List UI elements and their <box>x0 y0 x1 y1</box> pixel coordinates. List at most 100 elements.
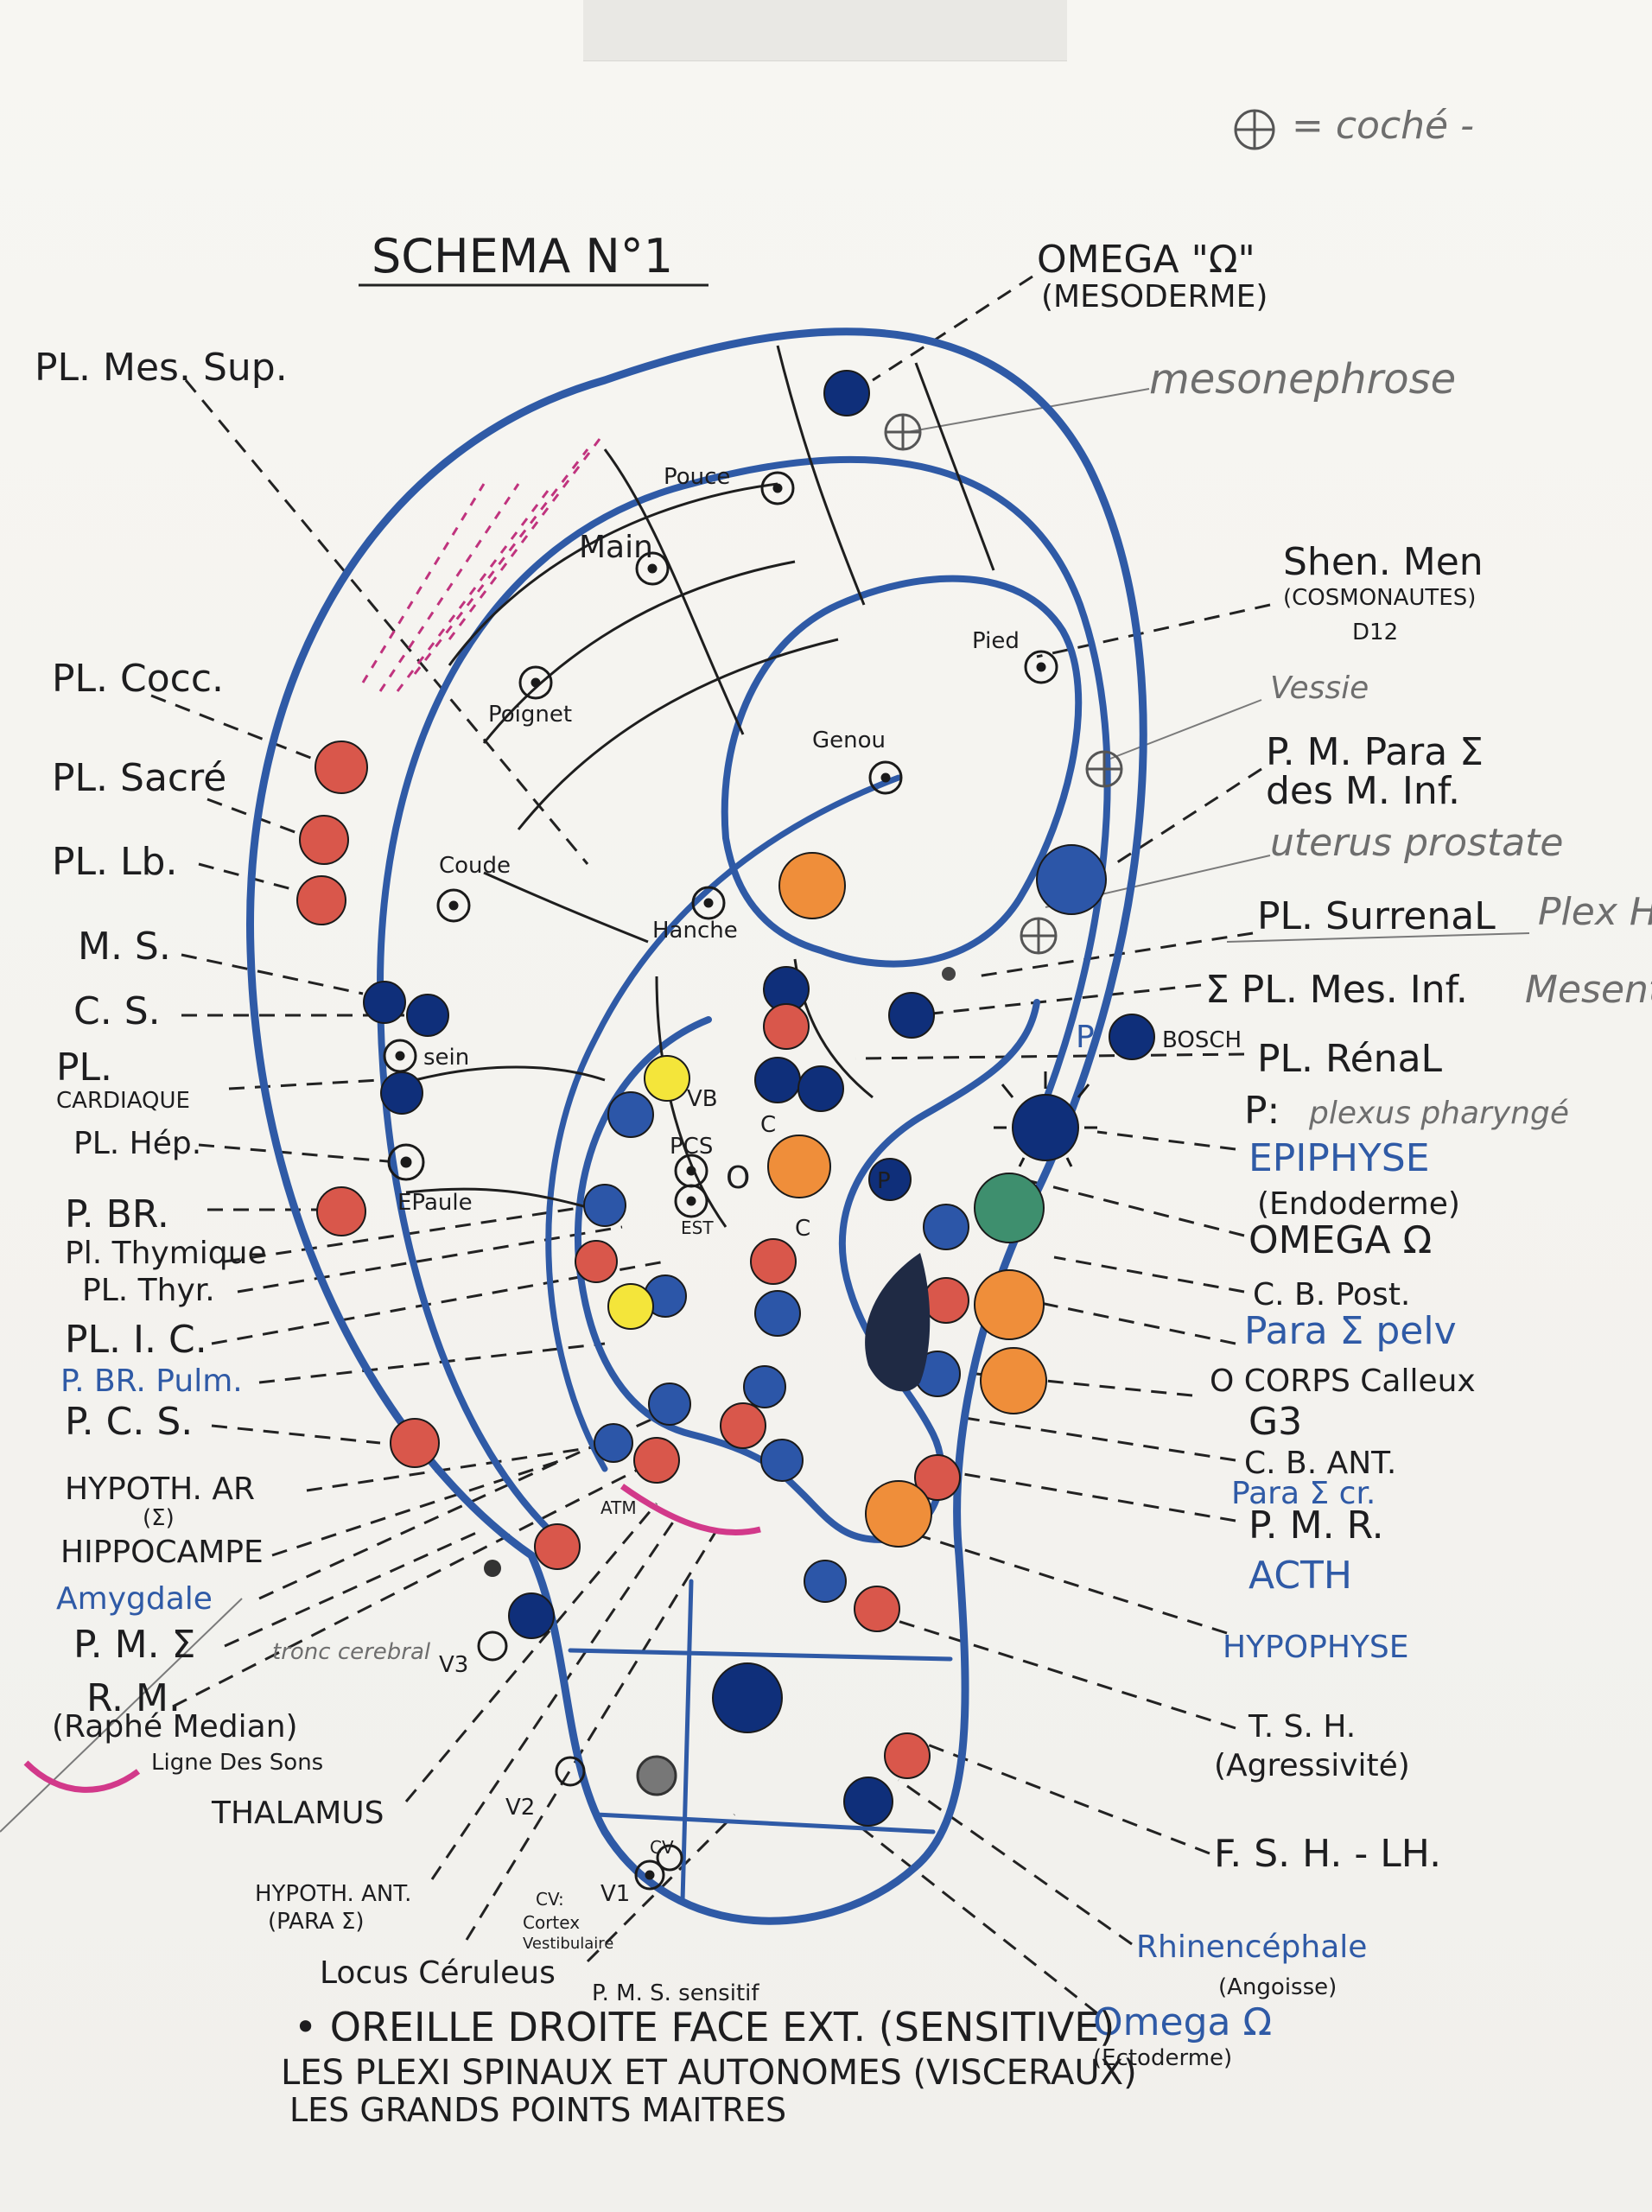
right-label-0: OMEGA "Ω" <box>1037 238 1255 282</box>
right-label-34: Rhinencéphale <box>1136 1929 1367 1965</box>
right-label-8: des M. Inf. <box>1266 769 1460 813</box>
right-label-36: Omega Ω <box>1093 2000 1272 2044</box>
grey-dot <box>484 1560 501 1577</box>
left-label-32: V3 <box>439 1652 468 1678</box>
left-label-14: P. C. S. <box>65 1400 193 1444</box>
diagram-title: SCHEMA N°1 <box>372 229 673 283</box>
footer-line-3: LES GRANDS POINTS MAITRES <box>289 2091 786 2129</box>
right-label-26: C. B. ANT. <box>1244 1446 1396 1481</box>
grey-point <box>636 1755 677 1796</box>
left-label-13: P. BR. Pulm. <box>60 1363 243 1399</box>
label-hanche: Hanche <box>652 918 738 944</box>
pink-arc-legend <box>23 1760 141 1793</box>
right-label-24: O CORPS Calleux <box>1210 1363 1476 1399</box>
right-label-2: mesonephrose <box>1149 355 1456 404</box>
right-label-22: C. B. Post. <box>1253 1277 1410 1313</box>
label-sein: sein <box>423 1045 469 1071</box>
label-cv: CV <box>650 1837 674 1858</box>
right-label-31: T. S. H. <box>1248 1709 1356 1745</box>
right-label-7: P. M. Para Σ <box>1266 730 1484 774</box>
circled-markers <box>383 471 1058 1891</box>
epiphyse-sun <box>994 1071 1097 1167</box>
label-main: Main <box>579 530 653 565</box>
left-label-4: M. S. <box>78 925 171 969</box>
left-label-0: PL. Mes. Sup. <box>35 346 288 390</box>
right-label-32: (Agressivité) <box>1214 1748 1410 1783</box>
left-label-11: PL. Thyr. <box>82 1273 215 1308</box>
left-label-23: THALAMUS <box>211 1796 384 1831</box>
right-label-27: Para Σ cr. <box>1231 1476 1376 1511</box>
left-label-10: Pl. Thymique <box>65 1236 267 1271</box>
left-label-24: HYPOTH. ANT. <box>255 1881 411 1907</box>
right-label-18: plexus pharyngé <box>1308 1096 1569 1131</box>
left-label-33: V2 <box>505 1795 535 1821</box>
right-label-10: PL. SurrenaL <box>1257 894 1496 938</box>
label-pcs: PCS <box>670 1134 713 1160</box>
tape-strip <box>583 0 1067 61</box>
left-label-20: R. M. <box>86 1676 181 1720</box>
right-label-9: uterus prostate <box>1270 821 1564 865</box>
label-vb: VB <box>687 1086 718 1112</box>
right-label-28: P. M. R. <box>1249 1503 1384 1548</box>
coche-markers <box>884 109 1275 955</box>
right-label-13: Mesente <box>1525 968 1652 1012</box>
right-label-23: Para Σ pelv <box>1244 1309 1457 1353</box>
left-label-19: P. M. Σ <box>73 1623 195 1667</box>
right-label-12: Σ PL. Mes. Inf. <box>1205 968 1468 1012</box>
ear-outline <box>246 327 1147 1925</box>
left-label-17: HIPPOCAMPE <box>60 1535 264 1570</box>
pink-arc-atm <box>620 1484 761 1535</box>
zone-lines <box>405 345 995 1228</box>
right-label-33: F. S. H. - LH. <box>1214 1832 1441 1876</box>
label-c2: C <box>795 1216 810 1242</box>
label-c: C <box>760 1112 776 1138</box>
label-coude: Coude <box>439 853 511 879</box>
right-label-20: (Endoderme) <box>1257 1186 1460 1222</box>
left-label-21: (Raphé Median) <box>52 1709 298 1745</box>
left-label-6: PL. <box>56 1046 112 1090</box>
label-genou: Genou <box>812 728 886 753</box>
right-label-15: BOSCH <box>1162 1027 1242 1053</box>
right-label-4: (COSMONAUTES) <box>1283 585 1476 611</box>
right-label-19: EPIPHYSE <box>1249 1136 1430 1180</box>
right-label-30: HYPOPHYSE <box>1223 1630 1408 1665</box>
black-teardrop <box>865 1253 931 1392</box>
pink-hatch <box>361 431 607 692</box>
label-o: O <box>726 1160 750 1196</box>
right-label-11: Plex H <box>1538 890 1652 934</box>
right-label-37: (Ectoderme) <box>1093 2045 1232 2071</box>
left-label-12: PL. I. C. <box>65 1318 207 1362</box>
left-label-28: CV: <box>536 1889 564 1910</box>
left-label-9: P. BR. <box>65 1192 169 1236</box>
left-label-16: (Σ) <box>143 1505 175 1531</box>
left-label-26: Locus Céruleus <box>320 1955 556 1991</box>
points <box>296 370 1155 1827</box>
left-label-34: V1 <box>600 1881 630 1907</box>
label-poignet: Poignet <box>488 702 572 728</box>
left-label-5: C. S. <box>73 989 161 1033</box>
pencil-lines <box>0 388 1530 1833</box>
left-label-22: Ligne Des Sons <box>151 1750 323 1776</box>
left-label-3: PL. Lb. <box>52 840 177 884</box>
right-label-21: OMEGA Ω <box>1249 1218 1432 1262</box>
label-pouce: Pouce <box>664 464 730 490</box>
left-label-18: Amygdale <box>56 1581 213 1617</box>
footer-line-2: LES PLEXI SPINAUX ET AUTONOMES (VISCERAU… <box>281 2053 1137 2093</box>
left-label-1: PL. Cocc. <box>52 657 224 701</box>
right-label-14: P. <box>1076 1020 1100 1055</box>
right-label-3: Shen. Men <box>1283 540 1484 584</box>
right-label-25: G3 <box>1249 1400 1302 1444</box>
left-label-15: HYPOTH. AR <box>65 1471 255 1507</box>
right-label-35: (Angoisse) <box>1218 1974 1337 2000</box>
left-label-31: tronc cerebral <box>272 1639 431 1665</box>
label-est: EST <box>681 1217 714 1238</box>
right-label-17: P: <box>1244 1089 1280 1133</box>
right-label-5: D12 <box>1352 620 1398 645</box>
left-label-8: PL. Hép. <box>73 1126 201 1161</box>
right-label-29: ACTH <box>1249 1554 1352 1598</box>
left-label-25: (PARA Σ) <box>268 1909 365 1935</box>
label-pied: Pied <box>972 628 1020 654</box>
left-label-29: Cortex <box>523 1912 580 1933</box>
right-label-16: PL. RénaL <box>1257 1037 1443 1081</box>
